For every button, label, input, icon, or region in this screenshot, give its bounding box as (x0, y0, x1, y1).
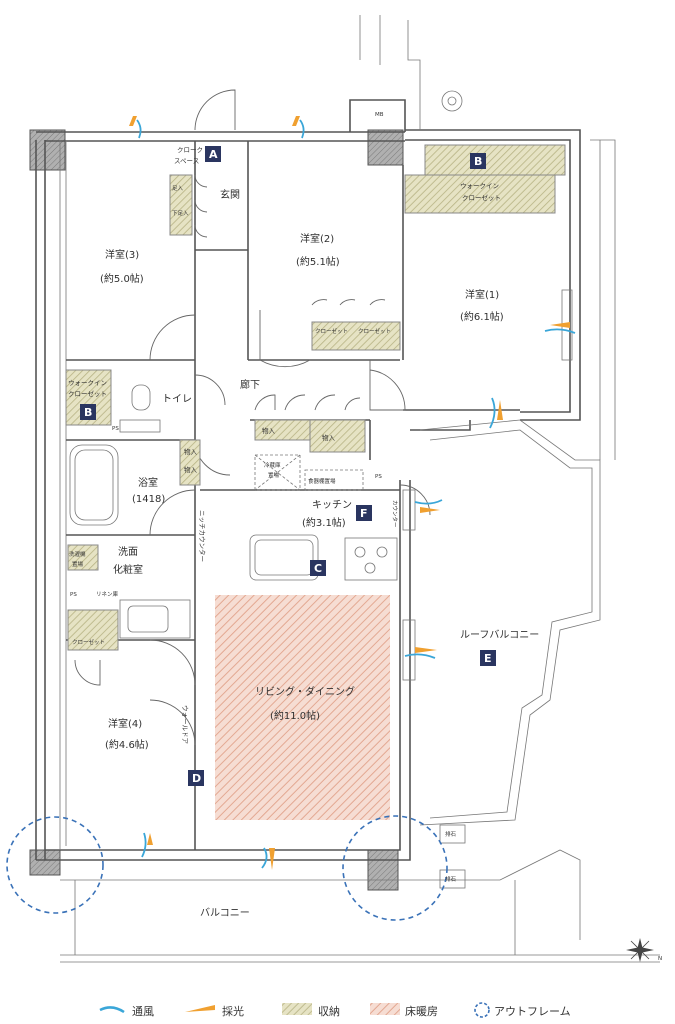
badge-b-left: B (80, 404, 96, 420)
walkin-closet-left-line2: クローゼット (68, 389, 107, 398)
legend-storage: 収納 (282, 1003, 340, 1018)
svg-text:F: F (360, 507, 368, 520)
legend: 通風 採光 収納 床暖房 アウトフレーム (99, 1002, 571, 1018)
ventilation-markers (129, 116, 576, 870)
storage-areas (65, 144, 566, 651)
cloak-space-line1: クローク (177, 146, 203, 154)
room-western4-size: (約4.6帖) (105, 738, 149, 751)
svg-text:E: E (484, 652, 492, 665)
ps-label-3: PS (70, 592, 77, 598)
svg-text:D: D (192, 772, 201, 785)
svg-text:B: B (474, 155, 482, 168)
room-bath-size: (1418) (132, 494, 165, 505)
ps-label-2: PS (375, 474, 382, 480)
storage-bath-1: 物入 (184, 447, 198, 456)
fixtures (69, 289, 573, 889)
outframe-markers (6, 815, 448, 921)
doors (74, 89, 431, 746)
room-western2-name: 洋室(2) (300, 232, 334, 245)
kitchen-counter: カウンター (391, 500, 399, 528)
svg-text:B: B (84, 406, 92, 419)
badge-d: D (188, 770, 204, 786)
linen-storage: リネン庫 (96, 590, 119, 598)
room-western1-size: (約6.1帖) (460, 310, 504, 323)
drain-label-1: 排石 (445, 830, 457, 838)
legend-ventilation: 通風 (99, 1005, 154, 1018)
room-western4-name: 洋室(4) (108, 717, 142, 730)
room-washroom-line2: 化粧室 (113, 563, 143, 576)
badge-b-top: B (470, 153, 486, 169)
room-roof-balcony: ルーフバルコニー (460, 629, 539, 641)
cloak-space-line2: スペース (174, 157, 199, 165)
svg-text:採光: 採光 (222, 1004, 244, 1018)
svg-text:通風: 通風 (132, 1005, 154, 1018)
badge-a: A (205, 146, 221, 162)
badge-e: E (480, 650, 496, 666)
fridge-line2: 置場 (268, 471, 280, 479)
dish-storage: 食器棚置場 (308, 477, 336, 485)
washer-line1: 洗濯機 (69, 550, 86, 558)
badge-c: C (310, 560, 326, 576)
svg-text:収納: 収納 (318, 1005, 340, 1018)
storage-hall-1: 物入 (262, 426, 276, 435)
mb-label: MB (375, 112, 384, 118)
svg-text:A: A (209, 148, 218, 161)
room-western3-name: 洋室(3) (105, 248, 139, 261)
legend-daylight: 採光 (185, 1004, 244, 1018)
walkin-closet-top-line2: クローゼット (462, 193, 501, 202)
room-kitchen-size: (約3.1帖) (302, 516, 346, 529)
room-toilet: トイレ (162, 394, 192, 405)
svg-text:床暖房: 床暖房 (405, 1004, 438, 1018)
compass-north-label: N (658, 956, 662, 962)
room-washroom-line1: 洗面 (118, 546, 138, 558)
compass-icon: N (626, 938, 662, 962)
walkin-closet-left-line1: ウォークイン (68, 379, 107, 387)
room-western3-size: (約5.0帖) (100, 272, 144, 285)
room-western1-name: 洋室(1) (465, 288, 499, 301)
room-bath-name: 浴室 (138, 476, 158, 489)
shoe-storage-1: 足入 (172, 185, 184, 192)
svg-text:アウトフレーム: アウトフレーム (494, 1005, 571, 1018)
washer-line2: 置場 (72, 560, 84, 568)
closet-western4: クローゼット (72, 638, 105, 646)
room-western2-size: (約5.1帖) (296, 255, 340, 268)
badge-f: F (356, 505, 372, 521)
walkin-closet-top-line1: ウォークイン (460, 182, 499, 190)
wall-door: ウォールドア (181, 705, 189, 745)
storage-bath-2: 物入 (184, 465, 198, 474)
floor-heating-area (215, 595, 390, 820)
svg-text:C: C (314, 562, 322, 575)
exterior-walls (29, 99, 581, 891)
room-living-name: リビング・ダイニング (255, 685, 355, 698)
niche-counter: ニッチカウンター (198, 510, 207, 562)
storage-hall-2: 物入 (322, 433, 336, 442)
legend-floor-heating: 床暖房 (370, 1003, 438, 1018)
legend-outframe: アウトフレーム (474, 1002, 571, 1018)
room-living-size: (約11.0帖) (270, 709, 320, 722)
ps-label-1: PS (112, 426, 119, 432)
room-hallway: 廊下 (240, 378, 260, 391)
fridge-line1: 冷蔵庫 (264, 461, 281, 469)
room-kitchen-name: キッチン (312, 499, 352, 511)
closet-western2-b: クローゼット (358, 327, 391, 335)
closet-western2-a: クローゼット (315, 327, 348, 335)
room-entrance: 玄関 (220, 188, 240, 201)
balcony-outlines (60, 15, 660, 963)
room-balcony: バルコニー (200, 907, 250, 919)
drain-label-2: 排石 (445, 875, 457, 883)
shoe-storage-2: 下足入 (172, 210, 189, 217)
